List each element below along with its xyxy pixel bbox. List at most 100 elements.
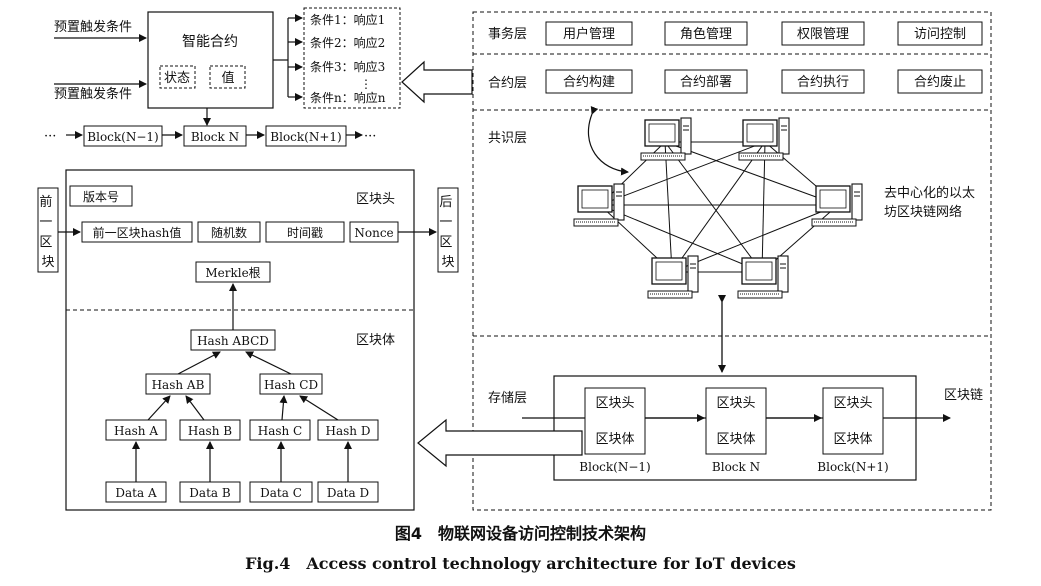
storage-block-current-head: 区块头 [716, 396, 755, 411]
contract-item-execute-label: 合约执行 [797, 75, 849, 90]
hollow-arrow-block [417, 418, 583, 468]
storage-block-next [822, 387, 884, 455]
chain-ellipsis-right: ··· [364, 129, 376, 144]
next-block-char-1: 后 [439, 195, 452, 210]
block-header-label: 区块头 [356, 192, 395, 207]
contract-item-deploy-label: 合约部署 [680, 75, 732, 90]
hollow-arrow-contract [401, 60, 473, 104]
computer-icon [573, 183, 625, 227]
hash-d-box [317, 419, 379, 441]
chain-block-current [183, 125, 247, 147]
state-label: 状态 [164, 71, 190, 86]
nonce-label: Nonce [354, 226, 393, 240]
block-body-label: 区块体 [356, 333, 395, 348]
hash-a-box [105, 419, 167, 441]
data-d-label: Data D [327, 486, 369, 500]
chain-block-next-label: Block(N+1) [270, 130, 341, 144]
business-item-access-ctrl-label: 访问控制 [914, 27, 966, 42]
condition-2: 条件2：响应2 [310, 35, 385, 50]
version-box [69, 185, 133, 207]
chain-block-prev [83, 125, 163, 147]
business-item-perm-mgmt [781, 21, 865, 46]
hash-c-label: Hash C [258, 424, 303, 438]
contract-item-execute [781, 69, 865, 94]
conditions-box [303, 7, 401, 109]
storage-layer-label: 存储层 [488, 391, 527, 406]
value-box [209, 65, 246, 89]
storage-block-next-head: 区块头 [833, 396, 872, 411]
next-block-char-3: 区 [439, 235, 452, 250]
prev-block-char-2: 一 [39, 215, 52, 230]
storage-block-prev-name: Block(N−1) [579, 460, 650, 474]
storage-block-current-name: Block N [712, 460, 760, 474]
business-item-role-mgmt-label: 角色管理 [680, 26, 732, 42]
random-box [197, 221, 261, 243]
business-item-perm-mgmt-label: 权限管理 [797, 26, 849, 42]
random-label: 随机数 [211, 225, 247, 240]
hash-ab-label: Hash AB [152, 378, 205, 392]
hash-b-box [179, 419, 241, 441]
business-item-role-mgmt [664, 21, 748, 46]
timestamp-box [265, 221, 345, 243]
storage-block-next-name: Block(N+1) [817, 460, 888, 474]
business-item-user-mgmt [545, 21, 633, 46]
network-label-line2: 坊区块链网络 [884, 204, 962, 220]
hash-d-label: Hash D [326, 424, 371, 438]
computer-icon [738, 117, 790, 161]
contract-item-revoke [897, 69, 983, 94]
hash-a-label: Hash A [114, 424, 158, 438]
storage-block-prev-body: 区块体 [595, 432, 634, 447]
business-item-access-ctrl [897, 21, 983, 46]
smart-contract-box [147, 11, 274, 109]
hash-b-label: Hash B [188, 424, 232, 438]
next-block-box [437, 187, 459, 273]
chain-ellipsis-left: ··· [44, 129, 56, 144]
contract-item-build [545, 69, 633, 94]
hash-cd-label: Hash CD [264, 378, 318, 392]
merkle-root-box [195, 261, 271, 283]
chain-block-prev-label: Block(N−1) [87, 130, 158, 144]
data-c-label: Data C [260, 486, 302, 500]
version-label: 版本号 [83, 190, 119, 204]
layers-frame [472, 11, 992, 511]
computer-icon [647, 255, 699, 299]
prev-hash-label: 前一区块hash值 [93, 225, 182, 240]
storage-block-current [705, 387, 767, 455]
layer-architecture-section: 事务层 用户管理 角色管理 权限管理 访问控制 合约层 合约构建 合约部署 合约… [472, 11, 992, 511]
block-box [65, 169, 415, 511]
smart-contract-title: 智能合约 [182, 34, 238, 50]
value-label: 值 [221, 70, 234, 86]
smart-contract-section: 预置触发条件 预置触发条件 智能合约 状态 值 条件1：响应1 条件2：响应2 … [44, 7, 401, 147]
network-label-line1: 去中心化的以太 [884, 185, 975, 201]
storage-block-current-body: 区块体 [716, 432, 755, 447]
computer-icon [640, 117, 692, 161]
figure-caption-cn: 图4 物联网设备访问控制技术架构 [394, 524, 647, 543]
contract-item-build-label: 合约构建 [563, 75, 615, 90]
data-b-label: Data B [189, 486, 231, 500]
business-item-user-mgmt-label: 用户管理 [563, 26, 615, 42]
contract-item-deploy [664, 69, 748, 94]
trigger-label-1: 预置触发条件 [54, 19, 132, 35]
next-block-char-4: 块 [441, 255, 454, 270]
hash-abcd-box [190, 329, 276, 351]
contract-item-revoke-label: 合约废止 [914, 74, 966, 90]
consensus-layer-label: 共识层 [488, 131, 527, 146]
trigger-label-2: 预置触发条件 [54, 86, 132, 102]
storage-block-prev [584, 387, 646, 455]
contract-layer-label: 合约层 [488, 76, 527, 91]
prev-block-char-3: 区 [39, 235, 52, 250]
network-mesh [599, 141, 839, 273]
contract-network-link [587, 106, 629, 176]
computer-icon [811, 183, 863, 227]
state-box [159, 65, 196, 89]
chain-block-current-label: Block N [191, 130, 239, 144]
condition-1: 条件1：响应1 [310, 12, 385, 27]
condition-ellipsis: ⋮ [360, 77, 372, 91]
block-structure-section: 前 一 区 块 区块头 版本号 前一区块hash值 随机数 时间戳 Nonce … [37, 169, 459, 511]
storage-block-next-body: 区块体 [833, 432, 872, 447]
hash-c-box [249, 419, 311, 441]
hash-abcd-label: Hash ABCD [197, 334, 269, 348]
storage-chain-box [553, 375, 917, 481]
condition-n: 条件n：响应n [310, 90, 386, 105]
